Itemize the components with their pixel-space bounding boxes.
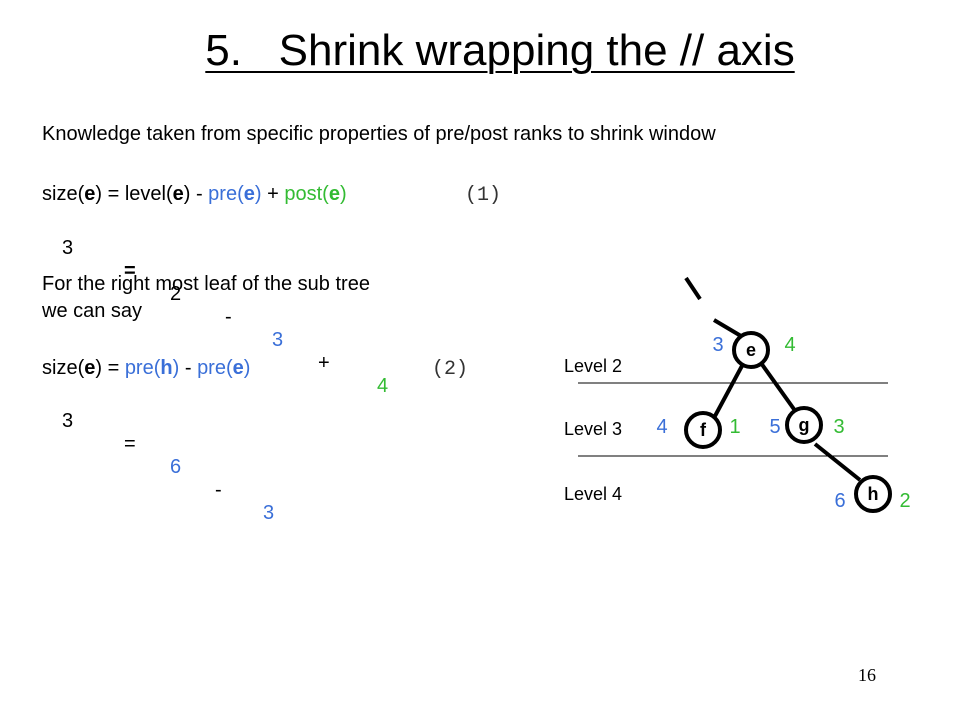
- eq1-e4: e: [328, 183, 340, 205]
- equation-2: size(e) = pre(h) - pre(e): [42, 357, 250, 380]
- incoming-edge-dash-2: [712, 318, 743, 338]
- node-h: h: [854, 475, 892, 513]
- node-g-label: g: [799, 415, 810, 435]
- eq2-pre-h-open: pre(: [124, 357, 161, 379]
- eq1-val-post: 4: [377, 375, 389, 397]
- eq1-val-pre: 3: [272, 329, 284, 351]
- eq2-pre-h-close: ): [172, 357, 180, 379]
- eq1-e2: e: [172, 183, 184, 205]
- eq2-h: h: [160, 357, 173, 379]
- node-e: e: [732, 331, 770, 369]
- node-f: f: [684, 411, 722, 449]
- eq1-minus: ) -: [183, 183, 209, 205]
- eq2-size-open: size(: [42, 357, 85, 379]
- eq1-val-minus: -: [225, 306, 232, 328]
- equation-1: size(e) = level(e) - pre(e) + post(e): [42, 183, 347, 206]
- node-g-pre-rank: 5: [769, 416, 780, 438]
- eq1-val-plus: +: [318, 352, 330, 374]
- node-f-pre-rank: 4: [656, 416, 667, 438]
- node-e-pre-rank: 3: [712, 334, 723, 356]
- node-g-post-rank: 3: [833, 416, 844, 438]
- node-e-label: e: [746, 340, 756, 360]
- node-f-label: f: [700, 420, 707, 440]
- edge-e-f: [713, 363, 745, 417]
- equation-1-values: 3 = 2 - 3 + 4: [0, 214, 600, 397]
- node-h-post-rank: 2: [899, 490, 910, 512]
- eq1-level-open: ) = level(: [95, 183, 173, 205]
- eq1-pre-close: ): [254, 183, 262, 205]
- node-h-label: h: [868, 484, 879, 504]
- edge-g-h: [813, 442, 862, 482]
- node-e-post-rank: 4: [784, 334, 795, 356]
- eq2-e: e: [84, 357, 96, 379]
- equation-2-values: 3 = 6 - 3: [0, 387, 600, 524]
- note-line-2: we can say: [42, 300, 143, 322]
- eq2-pre-e-close: ): [243, 357, 251, 379]
- eq1-post-close: ): [339, 183, 347, 205]
- eq2-e2: e: [232, 357, 244, 379]
- level-label-2: Level 2: [564, 356, 622, 376]
- eq1-size-open: size(: [42, 183, 85, 205]
- eq2-val-eq: =: [124, 433, 136, 455]
- eq1-val-eq: =: [124, 260, 136, 282]
- incoming-edge-dash-1: [684, 276, 702, 301]
- note-line-1: For the right most leaf of the sub tree: [42, 273, 370, 295]
- page-number: 16: [858, 665, 876, 685]
- node-f-post-rank: 1: [729, 416, 740, 438]
- eq1-val-level: 2: [170, 283, 182, 305]
- edge-e-g: [759, 361, 798, 414]
- eq1-tag: (1): [465, 184, 502, 207]
- eq1-e3: e: [243, 183, 255, 205]
- intro-text: Knowledge taken from specific properties…: [42, 123, 716, 145]
- eq2-val-pre-h: 6: [170, 456, 182, 478]
- eq2-minus: -: [179, 357, 198, 379]
- slide-title: 5. Shrink wrapping the // axis: [205, 26, 795, 75]
- eq2-val-minus: -: [215, 479, 222, 501]
- eq2-eq: ) =: [95, 357, 125, 379]
- eq2-val-size: 3: [62, 410, 74, 432]
- eq2-tag: (2): [432, 358, 469, 381]
- eq1-pre-open: pre(: [208, 183, 244, 205]
- level-label-3: Level 3: [564, 419, 622, 439]
- level-label-4: Level 4: [564, 484, 622, 504]
- eq2-val-pre-e: 3: [263, 502, 275, 524]
- eq1-plus: +: [261, 183, 285, 205]
- eq1-post-open: post(: [284, 183, 329, 205]
- eq2-pre-e-open: pre(: [197, 357, 233, 379]
- eq1-e: e: [84, 183, 96, 205]
- node-h-pre-rank: 6: [834, 490, 845, 512]
- node-g: g: [785, 406, 823, 444]
- eq1-val-size: 3: [62, 237, 74, 259]
